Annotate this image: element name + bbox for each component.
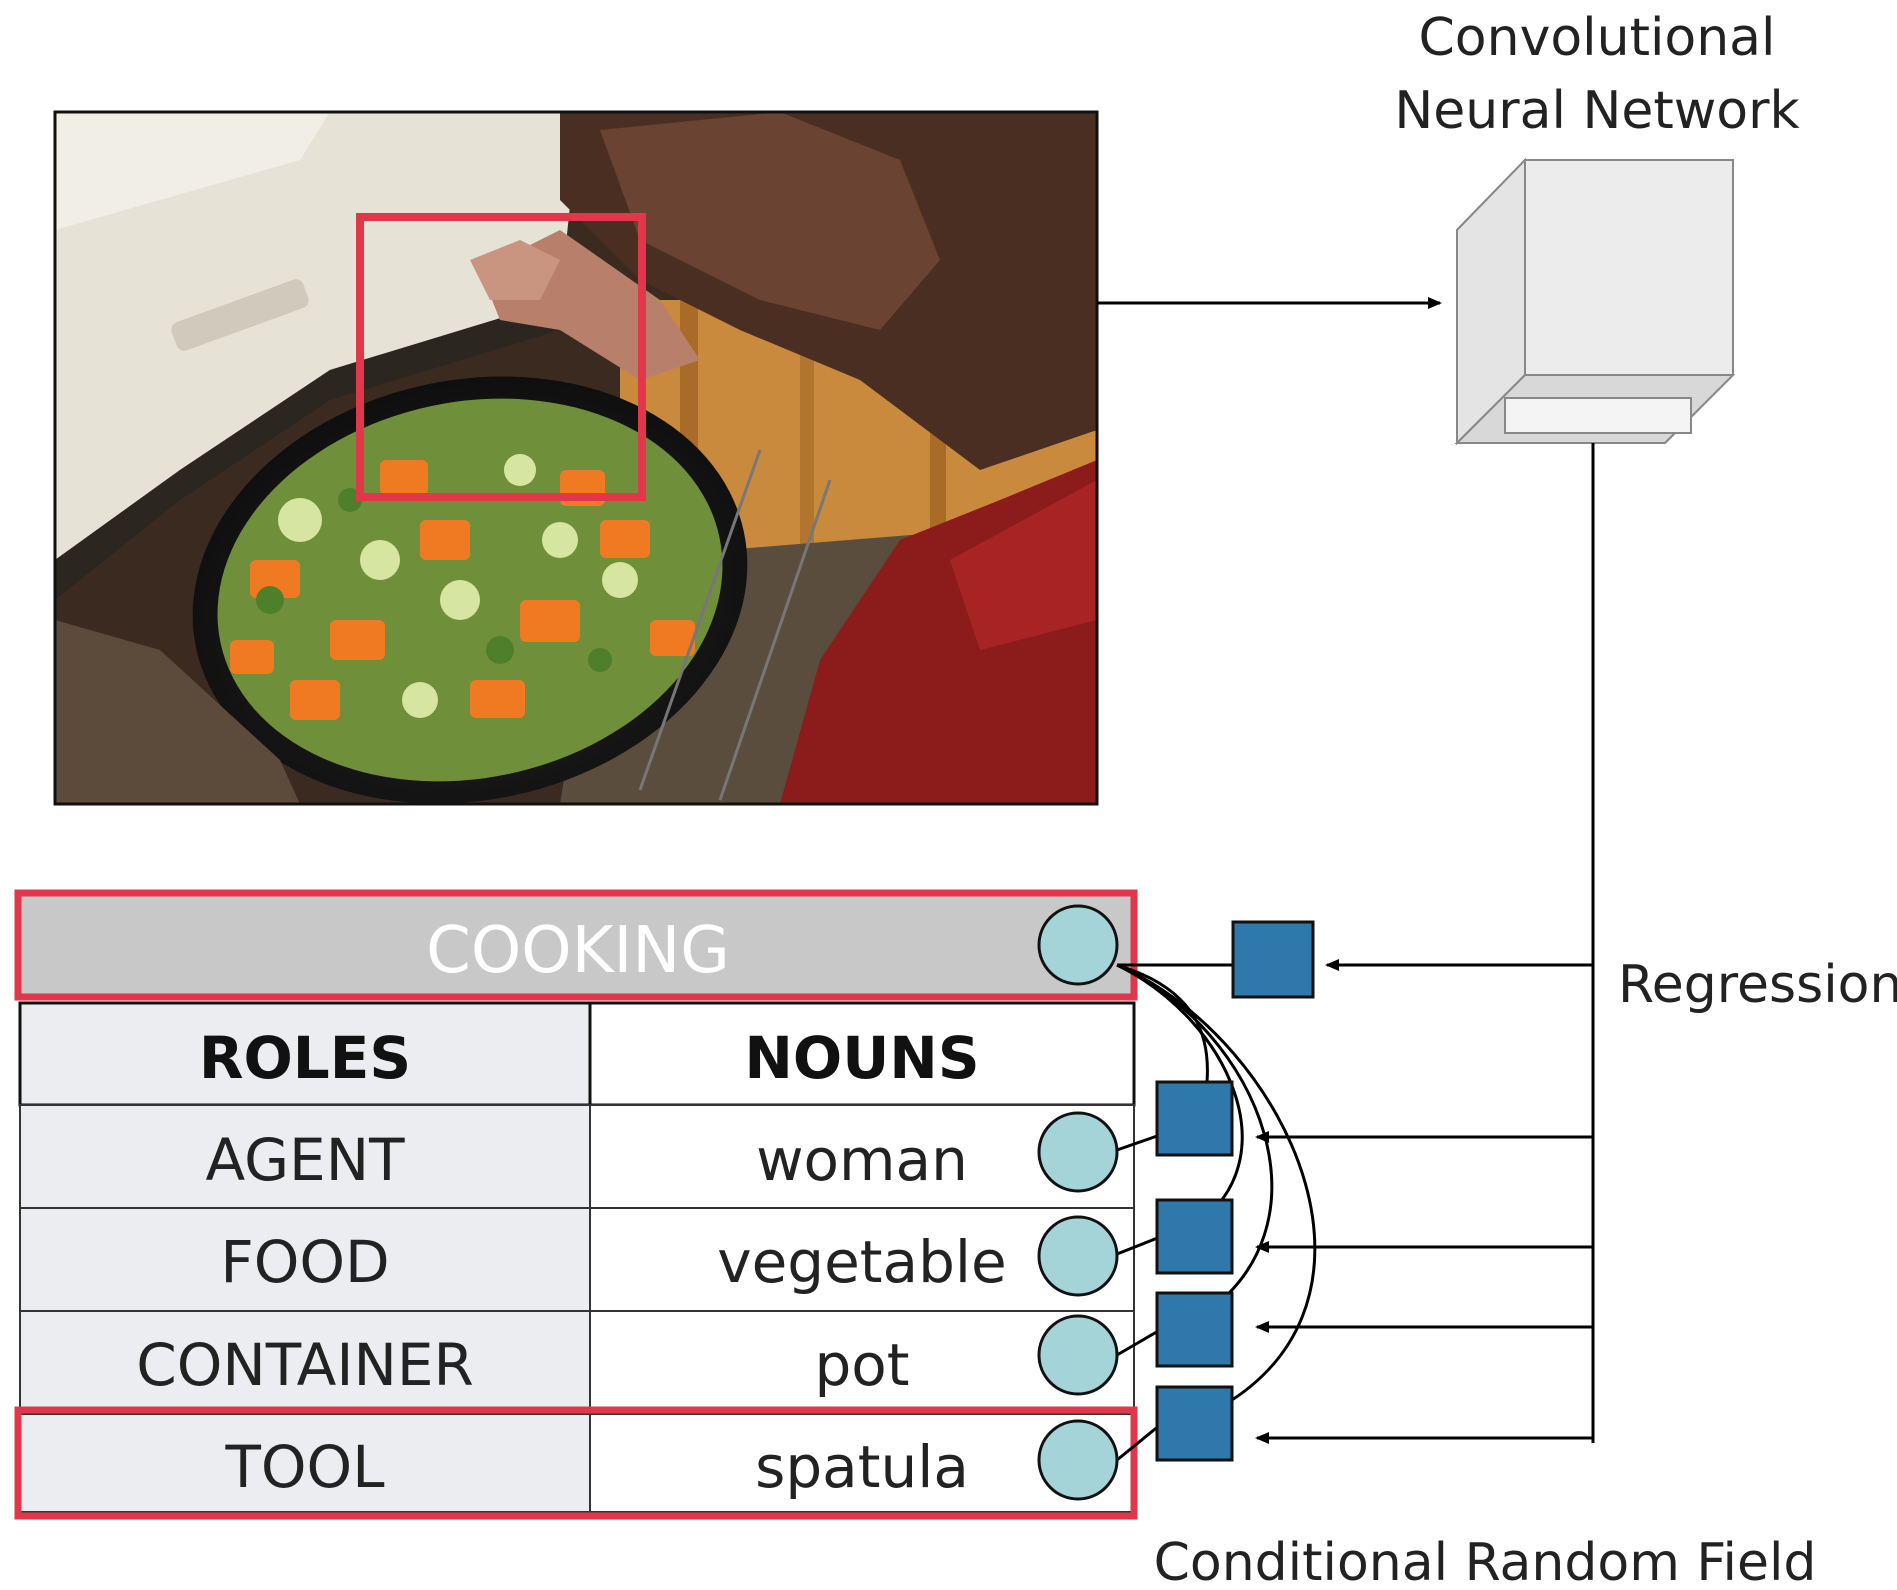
table-row: AGENT woman bbox=[19, 1104, 1135, 1209]
photo-highlight-box bbox=[356, 213, 646, 501]
crf-label: Conditional Random Field bbox=[1154, 1533, 1817, 1590]
header-roles: ROLES bbox=[199, 1024, 411, 1092]
role-label: CONTAINER bbox=[136, 1331, 474, 1399]
noun-label: woman bbox=[756, 1126, 968, 1194]
table-row: CONTAINER pot bbox=[19, 1310, 1135, 1415]
factor-tool bbox=[1155, 1385, 1234, 1462]
verb-row bbox=[18, 893, 1134, 997]
regression-arrows bbox=[1255, 959, 1593, 1444]
factor-container bbox=[1155, 1291, 1234, 1368]
node-container bbox=[1037, 1314, 1119, 1396]
factor-agent bbox=[1155, 1080, 1234, 1157]
node-verb bbox=[1037, 904, 1119, 986]
noun-label: vegetable bbox=[717, 1228, 1006, 1296]
noun-label: spatula bbox=[755, 1433, 969, 1501]
regression-label: Regression bbox=[1618, 955, 1897, 1015]
node-food bbox=[1037, 1215, 1119, 1297]
role-label: TOOL bbox=[224, 1433, 384, 1501]
tool-row-highlight-box bbox=[14, 1406, 1138, 1520]
verb-highlight-box bbox=[14, 889, 1138, 1001]
photo-frame bbox=[53, 110, 1099, 806]
noun-label: pot bbox=[814, 1331, 909, 1399]
cnn-title-line2: Neural Network bbox=[1394, 81, 1799, 141]
cnn-title-line1: Convolutional bbox=[1419, 8, 1776, 68]
node-agent bbox=[1037, 1111, 1119, 1193]
verb-label: COOKING bbox=[426, 914, 730, 988]
factor-food bbox=[1155, 1198, 1234, 1275]
header-cell-nouns bbox=[588, 1001, 1136, 1107]
table-row: FOOD vegetable bbox=[19, 1207, 1135, 1312]
cnn-block-icon bbox=[1454, 157, 1736, 446]
cooking-photo bbox=[55, 112, 1097, 804]
role-label: FOOD bbox=[220, 1228, 389, 1296]
node-tool bbox=[1037, 1419, 1119, 1501]
table-row: TOOL spatula bbox=[19, 1413, 1135, 1513]
role-label: AGENT bbox=[205, 1126, 405, 1194]
factor-verb bbox=[1231, 920, 1315, 999]
header-nouns: NOUNS bbox=[744, 1024, 979, 1092]
